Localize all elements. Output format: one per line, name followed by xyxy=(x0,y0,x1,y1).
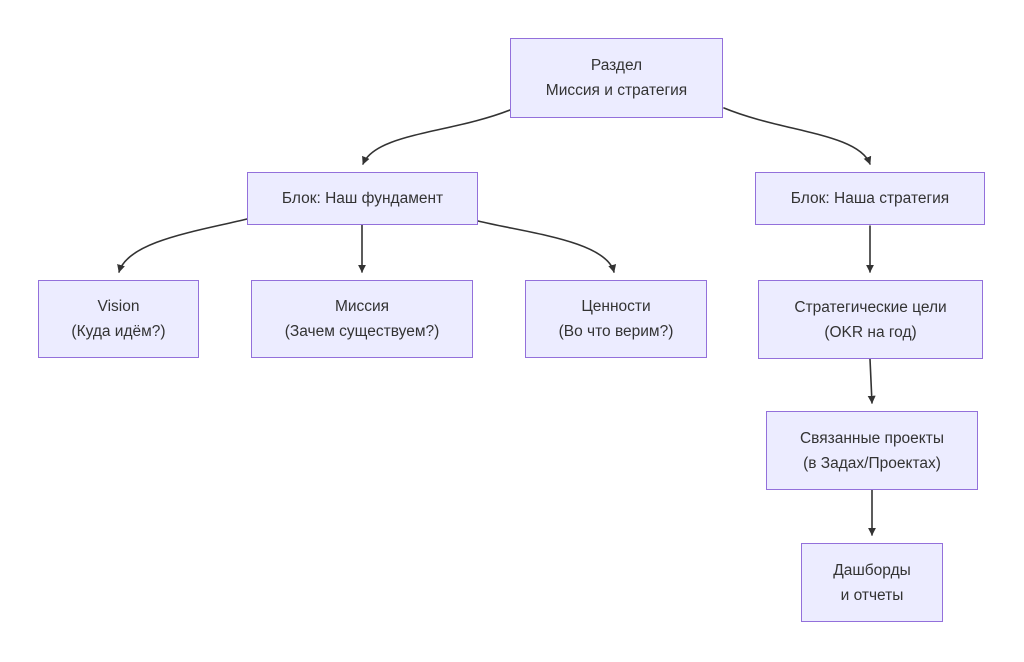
node-label-line: Стратегические цели xyxy=(794,298,947,316)
node-label-line: (OKR на год) xyxy=(824,323,917,341)
node-label-line: Миссия xyxy=(334,298,390,315)
node-section-mission-strategy: Раздел Миссия и стратегия xyxy=(510,38,723,118)
node-label-line: и отчеты xyxy=(840,586,904,604)
node-label-line: Связанные проекты xyxy=(799,429,944,447)
node-label-line: (Во что верим?) xyxy=(558,323,674,340)
node-label-line: Блок: Наша стратегия xyxy=(790,190,950,207)
node-label-line: (Куда идём?) xyxy=(71,323,166,340)
node-strategic-goals-okr: Стратегические цели (OKR на год) xyxy=(758,280,983,359)
node-block-foundation: Блок: Наш фундамент xyxy=(247,172,478,225)
node-label-line: (в Задах/Проектах) xyxy=(803,454,941,472)
edge-root-foundation xyxy=(362,109,511,165)
node-label-line: Миссия и стратегия xyxy=(545,82,688,99)
node-label-line: Ценности xyxy=(581,298,651,315)
node-linked-projects: Связанные проекты (в Задах/Проектах) xyxy=(766,411,978,490)
node-label-line: Блок: Наш фундамент xyxy=(281,190,444,207)
edge-foundation-values xyxy=(477,220,617,273)
node-label-line: Раздел xyxy=(590,57,643,74)
node-values: Ценности (Во что верим?) xyxy=(525,280,707,358)
edge-okr-projects xyxy=(867,358,876,404)
node-block-strategy: Блок: Наша стратегия xyxy=(755,172,985,225)
edge-root-strategy xyxy=(723,107,872,165)
node-vision: Vision (Куда идём?) xyxy=(38,280,199,358)
node-label-line: (Зачем существуем?) xyxy=(284,323,440,340)
node-label-line: Vision xyxy=(97,298,140,315)
node-mission: Миссия (Зачем существуем?) xyxy=(251,280,473,358)
edge-foundation-vision xyxy=(117,218,248,273)
node-dashboards-reports: Дашборды и отчеты xyxy=(801,543,943,622)
node-label-line: Дашборды xyxy=(833,561,911,579)
